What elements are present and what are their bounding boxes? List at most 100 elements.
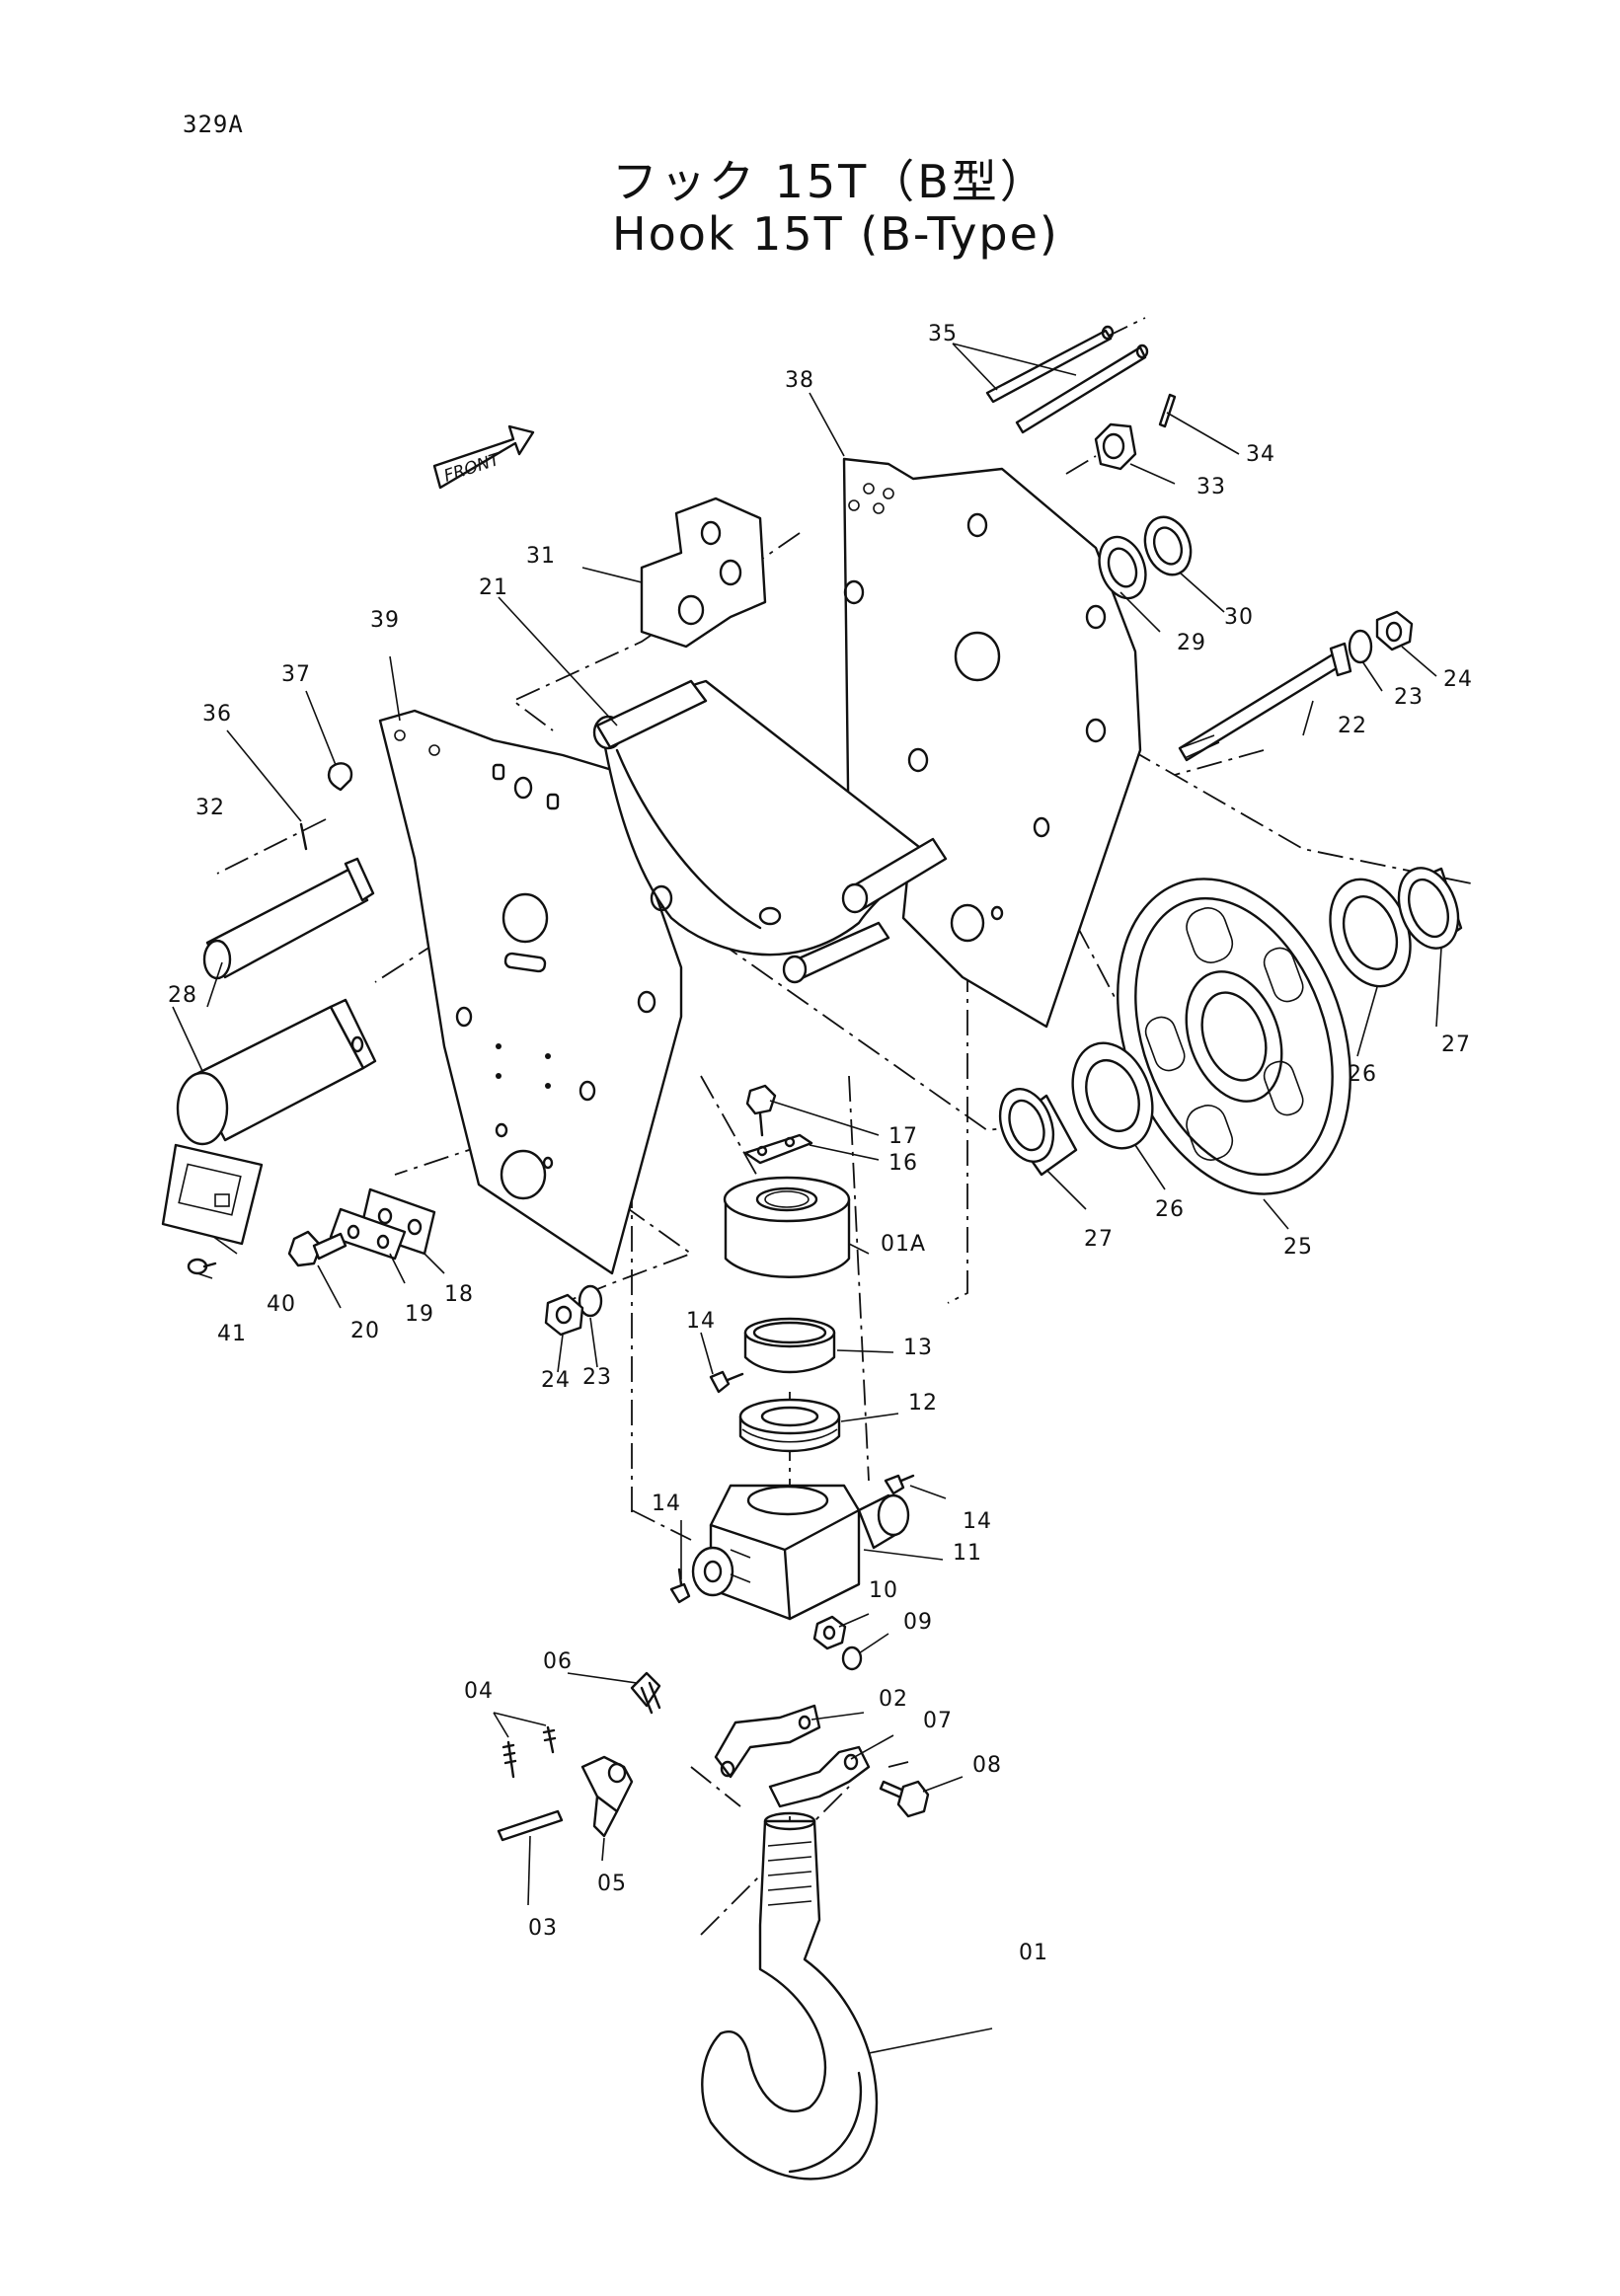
label-04: 04 [464, 1679, 494, 1704]
label-01: 01 [1019, 1941, 1048, 1965]
part-02-clamp-upper [714, 1704, 821, 1779]
part-25-sheave [1117, 878, 1351, 1195]
part-39-left-plate [378, 709, 683, 1275]
part-27-spacer-right [1397, 867, 1463, 950]
part-24-nut-lower [544, 1293, 584, 1337]
part-41-screw [187, 1258, 217, 1275]
label-30: 30 [1224, 605, 1254, 630]
label-17: 17 [888, 1124, 918, 1149]
part-22-long-bolt [1178, 642, 1352, 762]
label-19: 19 [405, 1302, 434, 1327]
part-07-clamp-lower [768, 1745, 871, 1808]
part-10-nut [812, 1615, 847, 1650]
label-28: 28 [168, 983, 197, 1008]
label-07: 07 [923, 1709, 953, 1733]
label-03: 03 [528, 1916, 558, 1941]
label-10: 10 [869, 1578, 898, 1603]
part-30-nut [1143, 515, 1193, 576]
part-14-grease-fitting-a [709, 1370, 744, 1394]
part-01-hook [701, 1811, 879, 2181]
label-06: 06 [543, 1649, 573, 1674]
label-21: 21 [479, 575, 508, 600]
label-24-b: 24 [541, 1368, 571, 1393]
part-37-clip [327, 762, 353, 792]
label-13: 13 [903, 1336, 933, 1360]
label-35: 35 [928, 322, 958, 346]
part-40-name-plate [161, 1143, 264, 1246]
label-37: 37 [281, 662, 311, 687]
part-13-collar [743, 1317, 836, 1374]
label-34: 34 [1246, 442, 1275, 467]
label-27-a: 27 [1441, 1033, 1471, 1057]
label-12: 12 [908, 1391, 938, 1416]
part-24-nut [1375, 610, 1414, 651]
label-41: 41 [217, 1322, 247, 1346]
label-22: 22 [1338, 714, 1367, 738]
label-09: 09 [903, 1610, 933, 1635]
part-14-grease-fitting-b [884, 1474, 915, 1495]
part-29-lock-washer [1098, 535, 1147, 600]
part-23-washer-lower [578, 1284, 603, 1318]
label-31: 31 [526, 544, 556, 569]
label-33: 33 [1196, 475, 1226, 499]
part-36-pin [299, 822, 308, 851]
part-31-bracket [640, 497, 767, 649]
label-24-a: 24 [1443, 667, 1473, 692]
front-label: FRONT [441, 449, 503, 486]
label-32: 32 [195, 796, 225, 820]
leader-lines [172, 343, 1442, 2054]
part-04-screws [501, 1725, 557, 1779]
part-17-bolt [745, 1084, 777, 1137]
label-23-a: 23 [1394, 685, 1424, 710]
part-12-thrust-bearing [738, 1398, 841, 1453]
label-26-a: 26 [1348, 1062, 1377, 1087]
part-19-plate [329, 1207, 407, 1261]
label-25: 25 [1283, 1235, 1313, 1260]
label-16: 16 [888, 1151, 918, 1176]
label-29: 29 [1177, 631, 1206, 655]
part-23-washer [1348, 629, 1373, 664]
label-05: 05 [597, 1872, 627, 1896]
title-japanese: フック 15T（B型） [612, 155, 1048, 208]
label-18: 18 [444, 1282, 474, 1307]
part-11-trunnion [691, 1484, 910, 1621]
part-32-shaft [202, 857, 375, 980]
label-27-b: 27 [1084, 1227, 1114, 1252]
label-23-b: 23 [582, 1365, 612, 1390]
part-33-castle-nut [1094, 422, 1137, 471]
part-26-bearing-left [1071, 1041, 1154, 1150]
front-arrow-icon: FRONT [432, 424, 535, 490]
part-38-right-plate [842, 457, 1142, 1029]
label-38: 38 [785, 368, 814, 393]
part-34-cotter-pin [1158, 393, 1177, 428]
label-01a: 01A [881, 1232, 926, 1257]
part-16-lock-plate [743, 1133, 813, 1165]
part-09-washer [841, 1645, 863, 1671]
part-05-latch [580, 1755, 634, 1838]
label-39: 39 [370, 608, 400, 633]
part-20-bolt [287, 1230, 347, 1267]
part-labels: 01 01A 02 03 04 05 06 07 08 09 10 11 12 … [168, 322, 1473, 1965]
label-14-c: 14 [652, 1492, 681, 1516]
part-21-guard [592, 679, 948, 984]
label-02: 02 [879, 1687, 908, 1712]
label-14-b: 14 [963, 1509, 992, 1534]
page-code: 329A [183, 111, 244, 138]
label-36: 36 [202, 702, 232, 727]
part-01a-hook-nut [723, 1176, 851, 1278]
label-11: 11 [953, 1541, 982, 1566]
part-27-spacer-left [998, 1088, 1078, 1177]
label-26-b: 26 [1155, 1197, 1185, 1222]
label-08: 08 [972, 1753, 1002, 1778]
part-08-bolt [879, 1780, 930, 1818]
part-06-cotter [630, 1671, 661, 1715]
part-14-grease-fitting-c [669, 1568, 691, 1604]
part-28-sheave-shaft [176, 998, 377, 1146]
label-40: 40 [267, 1292, 296, 1317]
part-35-pins [985, 325, 1149, 434]
label-20: 20 [350, 1319, 380, 1343]
title-english: Hook 15T (B-Type) [612, 207, 1059, 261]
label-14-a: 14 [686, 1309, 716, 1334]
part-03-pin [497, 1809, 564, 1842]
